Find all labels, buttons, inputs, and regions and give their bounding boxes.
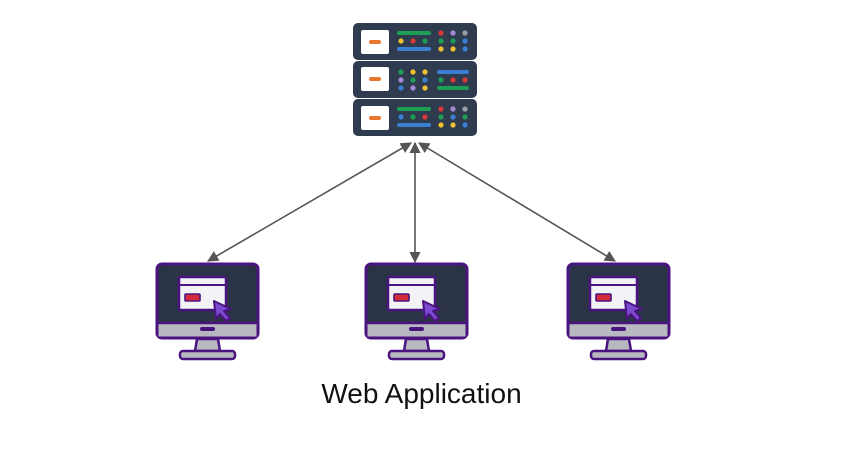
desktop-computer-icon bbox=[155, 262, 260, 361]
mouse-pointer-icon bbox=[422, 300, 441, 322]
connections bbox=[207, 141, 616, 264]
client-computer-left bbox=[155, 262, 260, 361]
mouse-pointer-icon bbox=[213, 300, 232, 322]
server-rack-icon bbox=[353, 23, 477, 136]
connection-arrow-right bbox=[418, 142, 616, 262]
server-unit bbox=[353, 23, 477, 60]
desktop-computer-icon bbox=[364, 262, 469, 361]
desktop-computer-icon bbox=[566, 262, 671, 361]
diagram-caption: Web Application bbox=[321, 378, 522, 409]
server-unit bbox=[353, 61, 477, 98]
client-computer-right bbox=[566, 262, 671, 361]
client-computer-center bbox=[364, 262, 469, 361]
mouse-pointer-icon bbox=[624, 300, 643, 322]
connection-arrow-left bbox=[207, 142, 412, 262]
server-unit bbox=[353, 99, 477, 136]
